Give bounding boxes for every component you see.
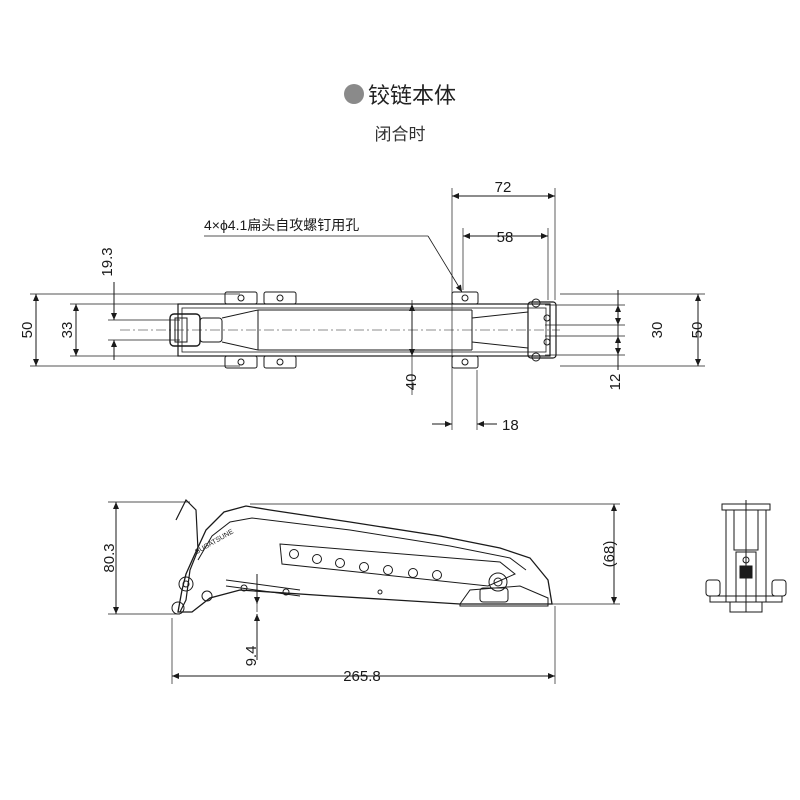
dim-30-label: 30 [649,322,666,339]
diagram-title: 铰链本体 [343,78,456,110]
callout-label: 4×ϕ4.1扁头自攻螺钉用孔 [204,217,359,233]
dim-12-label: 12 [607,374,624,391]
title-text: 铰链本体 [367,84,456,109]
bullet-icon [343,84,364,104]
top-view [30,188,705,430]
dim-50-right-label: 50 [689,322,706,339]
dim-19-3-label: 19.3 [99,247,116,276]
diagram-subtitle: 闭合时 [374,125,426,145]
dim-72-label: 72 [495,179,512,196]
dim-50-left-label: 50 [19,322,36,339]
side-view: SUGATSUNE [108,498,620,684]
mounting-tab-bottom-left [224,355,297,369]
dim-265-8-label: 265.8 [343,668,381,685]
dim-68-label: (68) [601,541,618,568]
dim-9-4-label: 9.4 [243,646,260,667]
dim-18-label: 18 [502,417,519,434]
end-view [705,500,787,613]
dim-33-label: 33 [59,322,76,339]
dim-80-3-label: 80.3 [101,543,118,572]
dim-40-label: 40 [403,374,420,391]
dim-58-label: 58 [497,229,514,246]
mounting-tab-top-left [224,291,297,305]
title-block: 铰链本体 [0,78,800,110]
mounting-tab-right [451,291,479,369]
